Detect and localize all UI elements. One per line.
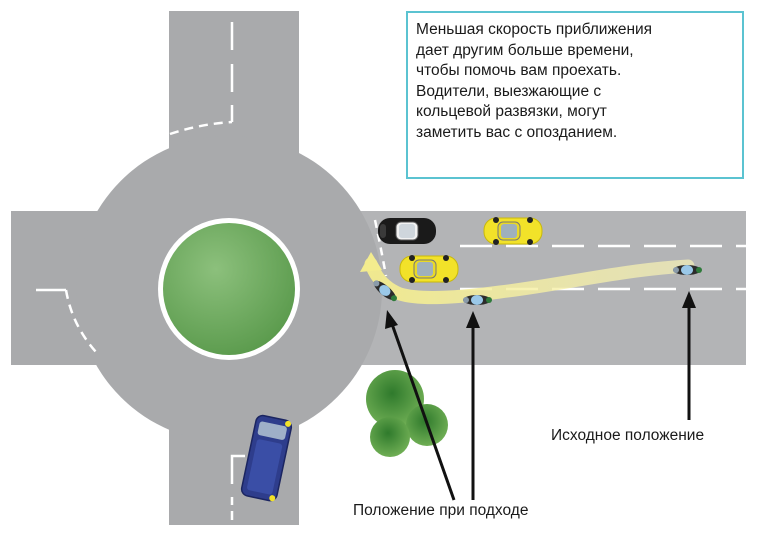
info-line-2: дает другим больше времени, — [416, 41, 634, 59]
info-box: Меньшая скорость приближения дает другим… — [406, 11, 744, 179]
motorcycle-icon — [673, 265, 702, 275]
info-line-6: заметить вас с опозданием. — [416, 123, 618, 141]
pointer-arrows — [385, 291, 696, 501]
central-island — [158, 218, 300, 360]
car-icon — [378, 218, 436, 244]
motorcycle-icon — [373, 280, 398, 302]
east-give-way-line — [373, 219, 388, 277]
north-give-way-line — [169, 120, 233, 136]
approach-position-label: Положение при подходе — [353, 502, 529, 519]
info-line-1: Меньшая скорость приближения — [416, 21, 653, 38]
arrow-icon — [385, 310, 398, 329]
arrow-icon — [466, 311, 480, 328]
arrow-to-approach-2 — [390, 323, 456, 501]
info-line-3: чтобы помочь вам проехать. — [416, 62, 622, 79]
info-line-4: Водители, выезжающие с — [416, 82, 602, 100]
initial-position-label: Исходное положение — [551, 427, 705, 444]
info-line-5: кольцевой развязки, могут — [416, 103, 607, 120]
arrow-icon — [682, 291, 696, 308]
motorcycle-icon — [463, 295, 492, 305]
car-icon — [399, 255, 459, 283]
car-icon — [483, 217, 543, 245]
van-icon — [240, 414, 293, 502]
west-give-way-line — [64, 289, 97, 353]
arrow-icon — [360, 252, 382, 272]
south-entry-line — [230, 454, 245, 484]
